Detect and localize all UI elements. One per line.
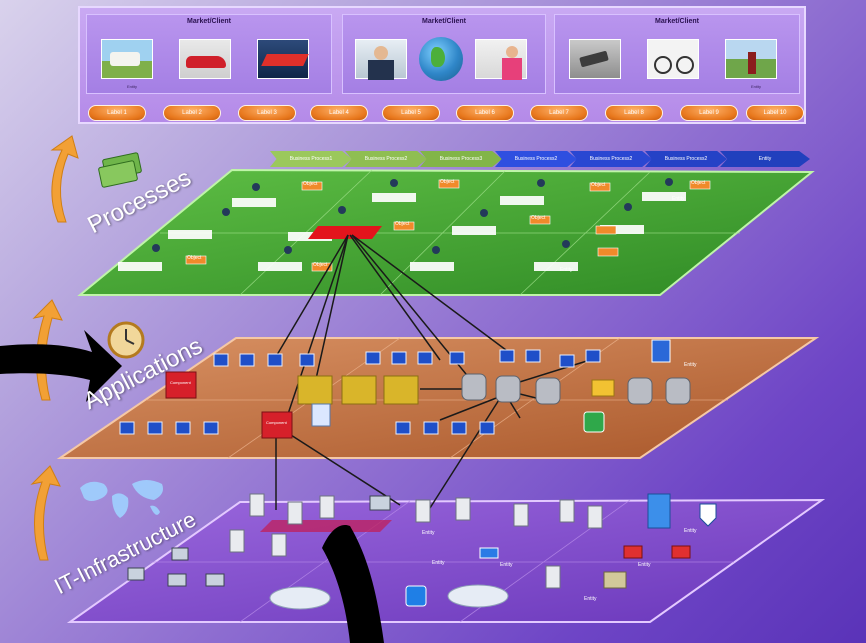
world-map-icon [80,480,163,518]
phone-icon [480,548,498,558]
object-label: Object [531,215,545,221]
object-label: Object [395,221,409,227]
highlighted-infra-zone [260,520,392,532]
object-label: Object [591,182,605,188]
component-label: Component [170,380,191,385]
entity-label: Entity [684,362,697,368]
file-icon [312,404,330,426]
money-icon [98,152,141,187]
entity-label: Entity [422,530,435,536]
mail-icon [592,380,614,396]
app-component-icons [298,376,418,404]
object-label: Object [691,180,705,186]
object-label: Object [440,179,454,185]
entity-label: Entity [638,562,651,568]
clock-icon [109,323,143,357]
entity-label: Entity [684,528,697,534]
list-icon [584,412,604,432]
entity-label: Entity [584,596,597,602]
object-label: Object [303,181,317,187]
building-icon [648,494,670,528]
component-label: Component [266,420,287,425]
highlighted-process [308,226,382,239]
document-icon [652,340,670,362]
entity-label: Entity [500,562,513,568]
entity-label: Entity [560,267,573,273]
object-label: Object [313,262,327,268]
storage-icon [604,572,626,588]
blue-cube-icon [406,586,426,606]
entity-label: Entity [672,196,685,202]
object-label: Object [187,255,201,261]
entity-label: Entity [432,560,445,566]
